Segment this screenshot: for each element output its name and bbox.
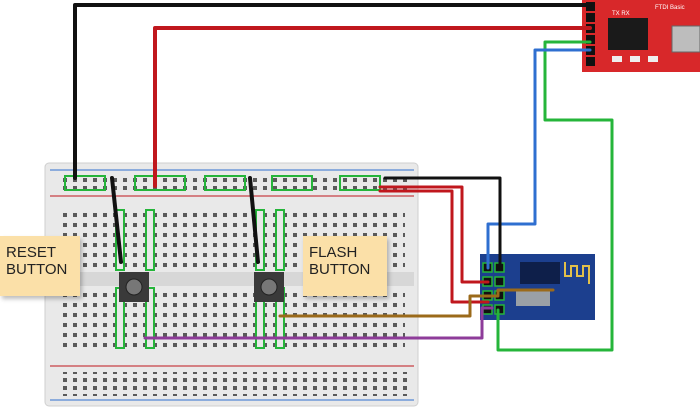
flash-note-line1: FLASH [309,244,358,261]
ftdi-title: FTDI Basic [655,5,685,11]
wire-blue-rx [486,48,592,270]
ftdi-board: FTDI Basic TX RX [582,0,700,72]
top-power-rail [60,174,410,192]
wire-red-esp-vcc [378,185,490,284]
reset-pushbutton [119,272,149,302]
flash-pushbutton [254,272,284,302]
reset-button-note: RESET BUTTON [0,236,80,296]
reset-note-line2: BUTTON [6,261,68,278]
bottom-power-rail [60,372,410,396]
ftdi-chip [608,18,648,50]
wires [73,3,614,352]
wire-flash-button-lead [248,176,260,264]
usb-connector-icon [671,25,700,53]
wire-black-esp-gnd [383,176,502,270]
wire-purple-reset [143,306,494,340]
wire-brown-gpio0 [278,288,555,318]
flash-button-note: FLASH BUTTON [303,236,387,296]
ftdi-pins-label: TX RX [612,11,630,17]
wire-black-gnd [73,3,592,180]
reset-note-line1: RESET [6,244,57,261]
wire-reset-button-lead [110,176,123,264]
wire-red-vcc [153,26,592,188]
flash-note-line2: BUTTON [309,261,371,278]
wifi-chip-icon [520,262,560,284]
pcb-antenna [564,262,590,284]
wire-green-tx [496,40,614,352]
